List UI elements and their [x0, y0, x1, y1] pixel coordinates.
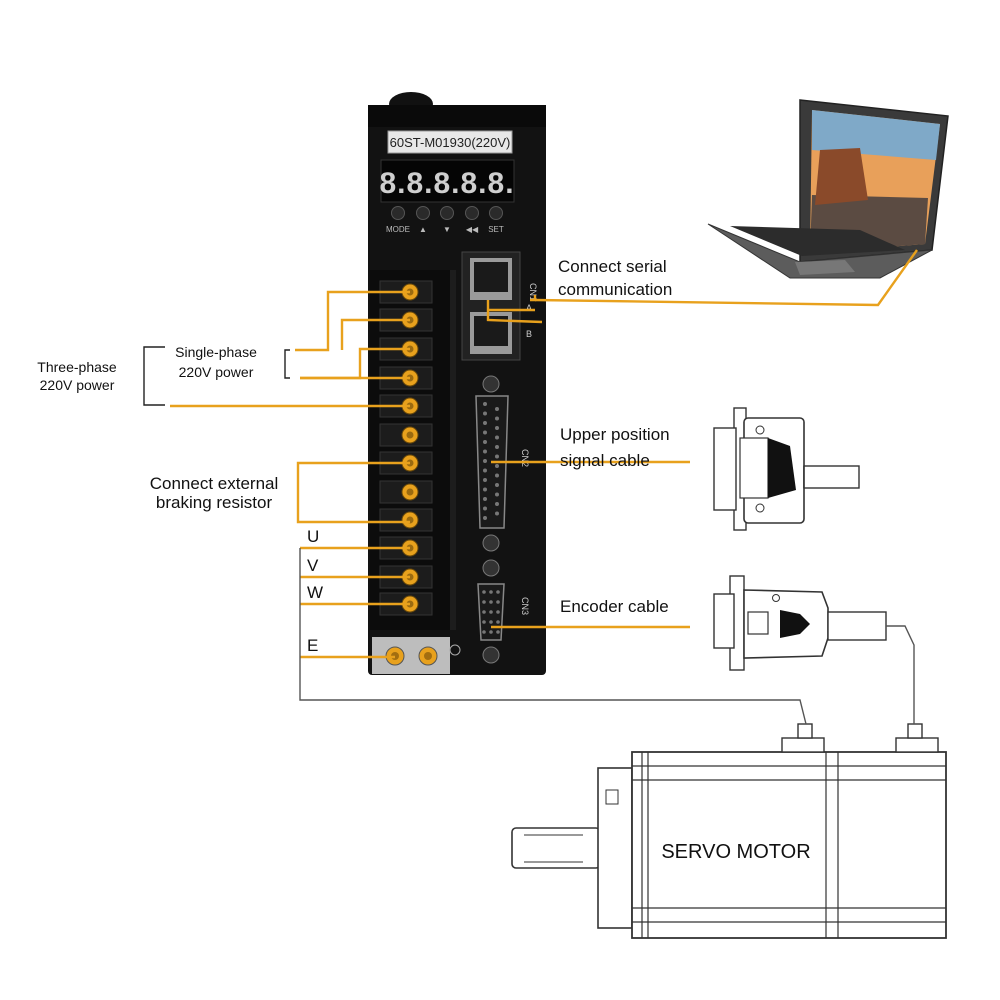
key-label-shift: ◀◀: [466, 225, 479, 234]
serial-label-line1: Connect serial: [558, 257, 667, 276]
three-phase-label-line2: 220V power: [40, 377, 115, 393]
mode-key[interactable]: [391, 206, 405, 220]
servo-motor: SERVO MOTOR: [511, 723, 947, 939]
db25-connector: [713, 407, 860, 531]
labels: Connect serial communication Three-phase…: [37, 257, 672, 655]
model-label-plate: [387, 130, 513, 154]
serial-label-line2: communication: [558, 280, 672, 299]
terminal-screw[interactable]: [379, 423, 433, 447]
led-display: [380, 159, 515, 203]
encoder-label: Encoder cable: [560, 597, 669, 616]
upper-label-line1: Upper position: [560, 425, 670, 444]
brake-label-line1: Connect external: [150, 474, 279, 493]
servo-drive: 60ST-M01930(220V) 8.8.8.8.8. MODE ▲ ▼ ◀◀…: [368, 92, 546, 675]
model-label: 60ST-M01930(220V): [390, 135, 511, 150]
three-phase-label-line1: Three-phase: [37, 359, 117, 375]
e-label: E: [307, 636, 318, 655]
u-label: U: [307, 527, 319, 546]
cn1-b-label: B: [526, 329, 532, 339]
cn1-port[interactable]: CN1 A B: [461, 251, 538, 361]
encoder-connector: [713, 575, 887, 671]
key-label-down: ▼: [443, 225, 451, 234]
keypad: MODE ▲ ▼ ◀◀ SET: [386, 206, 504, 234]
w-label: W: [307, 583, 323, 602]
single-phase-label-line1: Single-phase: [175, 344, 257, 360]
key-label-set: SET: [488, 225, 504, 234]
cn2-label: CN2: [520, 449, 530, 467]
terminal-block: [370, 270, 456, 630]
single-phase-label-line2: 220V power: [179, 364, 254, 380]
motor-label: SERVO MOTOR: [661, 841, 810, 863]
wiring: [143, 249, 918, 725]
ground-terminals[interactable]: [372, 637, 461, 674]
terminal-screw[interactable]: [379, 480, 433, 504]
key-label-up: ▲: [419, 225, 427, 234]
v-label: V: [307, 556, 319, 575]
cn3-label: CN3: [520, 597, 530, 615]
shift-key[interactable]: [465, 206, 479, 220]
laptop: [707, 99, 949, 279]
set-key[interactable]: [489, 206, 503, 220]
key-label-mode: MODE: [386, 225, 410, 234]
down-key[interactable]: [440, 206, 454, 220]
cn1-label: CN1: [528, 283, 538, 301]
upper-label-line2: signal cable: [560, 451, 650, 470]
brake-label-line2: braking resistor: [156, 493, 273, 512]
up-key[interactable]: [416, 206, 430, 220]
cn1-a-label: A: [526, 303, 532, 313]
ground-icon: [449, 644, 461, 656]
led-display-digits: 8.8.8.8.8.: [379, 167, 514, 200]
terminal-screw[interactable]: [379, 508, 433, 532]
